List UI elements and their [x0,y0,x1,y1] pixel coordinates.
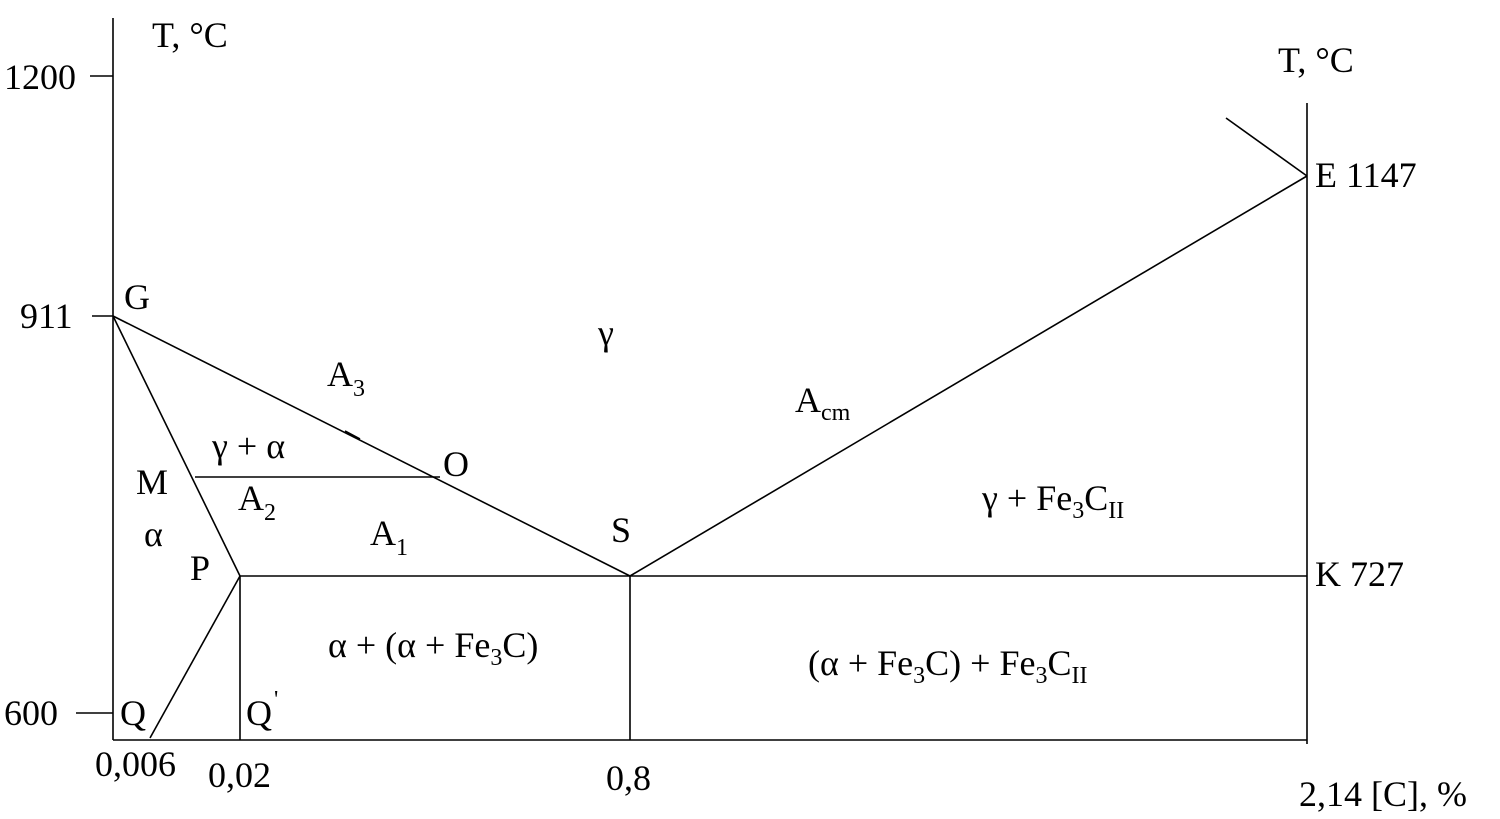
line-GS-A3 [112,315,631,577]
label-A1: A1 [370,513,408,561]
label-A1-sub: 1 [396,535,408,561]
region-pearlite-cementite: (α + Fe3C) + Fe3CII [808,643,1087,689]
line-PQ [149,575,241,739]
point-G: G [124,277,150,317]
tick-label-911: 911 [20,296,73,336]
tick-on-A3 [344,430,361,440]
point-O: O [443,444,469,484]
region-gamma-fe3c-base: γ + Fe [981,478,1072,518]
label-A2: A2 [238,478,276,526]
line-SE-Acm [629,175,1308,577]
label-A2-base: A [238,478,264,518]
region-pearlite-cem-sub3a: 3 [913,663,925,689]
region-pearlite-cem-b: C) + Fe [925,643,1035,683]
point-M: M [136,462,168,502]
region-alpha-pearlite: α + (α + Fe3C) [328,625,538,671]
point-Q: Q [120,693,146,733]
tick-label-08: 0,8 [606,758,651,798]
tick-label-1200: 1200 [4,57,76,97]
region-gamma-fe3c: γ + Fe3CII [981,478,1124,524]
region-gamma-fe3c-c: C [1084,478,1108,518]
label-Acm: Acm [795,380,851,426]
region-alpha-pearlite-a: α + (α + Fe [328,625,490,665]
region-gamma-fe3c-sub3: 3 [1072,498,1084,524]
axis-title-right: T, °C [1278,40,1354,80]
point-S: S [611,510,631,550]
region-pearlite-cem-c: C [1047,643,1071,683]
point-Qprime-mark: ' [274,687,278,713]
point-K: K 727 [1315,554,1404,594]
line-GP [112,315,241,577]
label-A3-sub: 3 [353,376,365,402]
line-E-upper [1225,117,1308,177]
label-A1-base: A [370,513,396,553]
region-pearlite-cem-a: (α + Fe [808,643,913,683]
label-A3: A3 [327,354,365,402]
region-pearlite-cem-sub3b: 3 [1035,663,1047,689]
axis-title-left: T, °C [152,15,228,55]
tick-label-600: 600 [4,693,58,733]
label-Acm-base: A [795,380,821,420]
tick-label-214: 2,14 [C], % [1299,774,1467,814]
tick-label-002: 0,02 [208,755,271,795]
point-P: P [190,548,210,588]
region-alpha: α [144,514,163,554]
region-gamma-alpha: γ + α [211,426,285,466]
label-A2-sub: 2 [264,500,276,526]
tick-label-0006: 0,006 [95,744,176,784]
region-gamma: γ [597,313,614,353]
region-alpha-pearlite-sub3: 3 [490,645,502,671]
point-Qprime-base: Q [246,693,272,733]
region-pearlite-cem-sub: II [1071,663,1087,689]
label-A3-base: A [327,354,353,394]
label-Acm-sub: cm [821,400,851,426]
point-Qprime: Q' [246,687,278,733]
region-alpha-pearlite-b: C) [502,625,538,665]
point-E: E 1147 [1315,155,1417,195]
region-gamma-fe3c-sub: II [1108,498,1124,524]
